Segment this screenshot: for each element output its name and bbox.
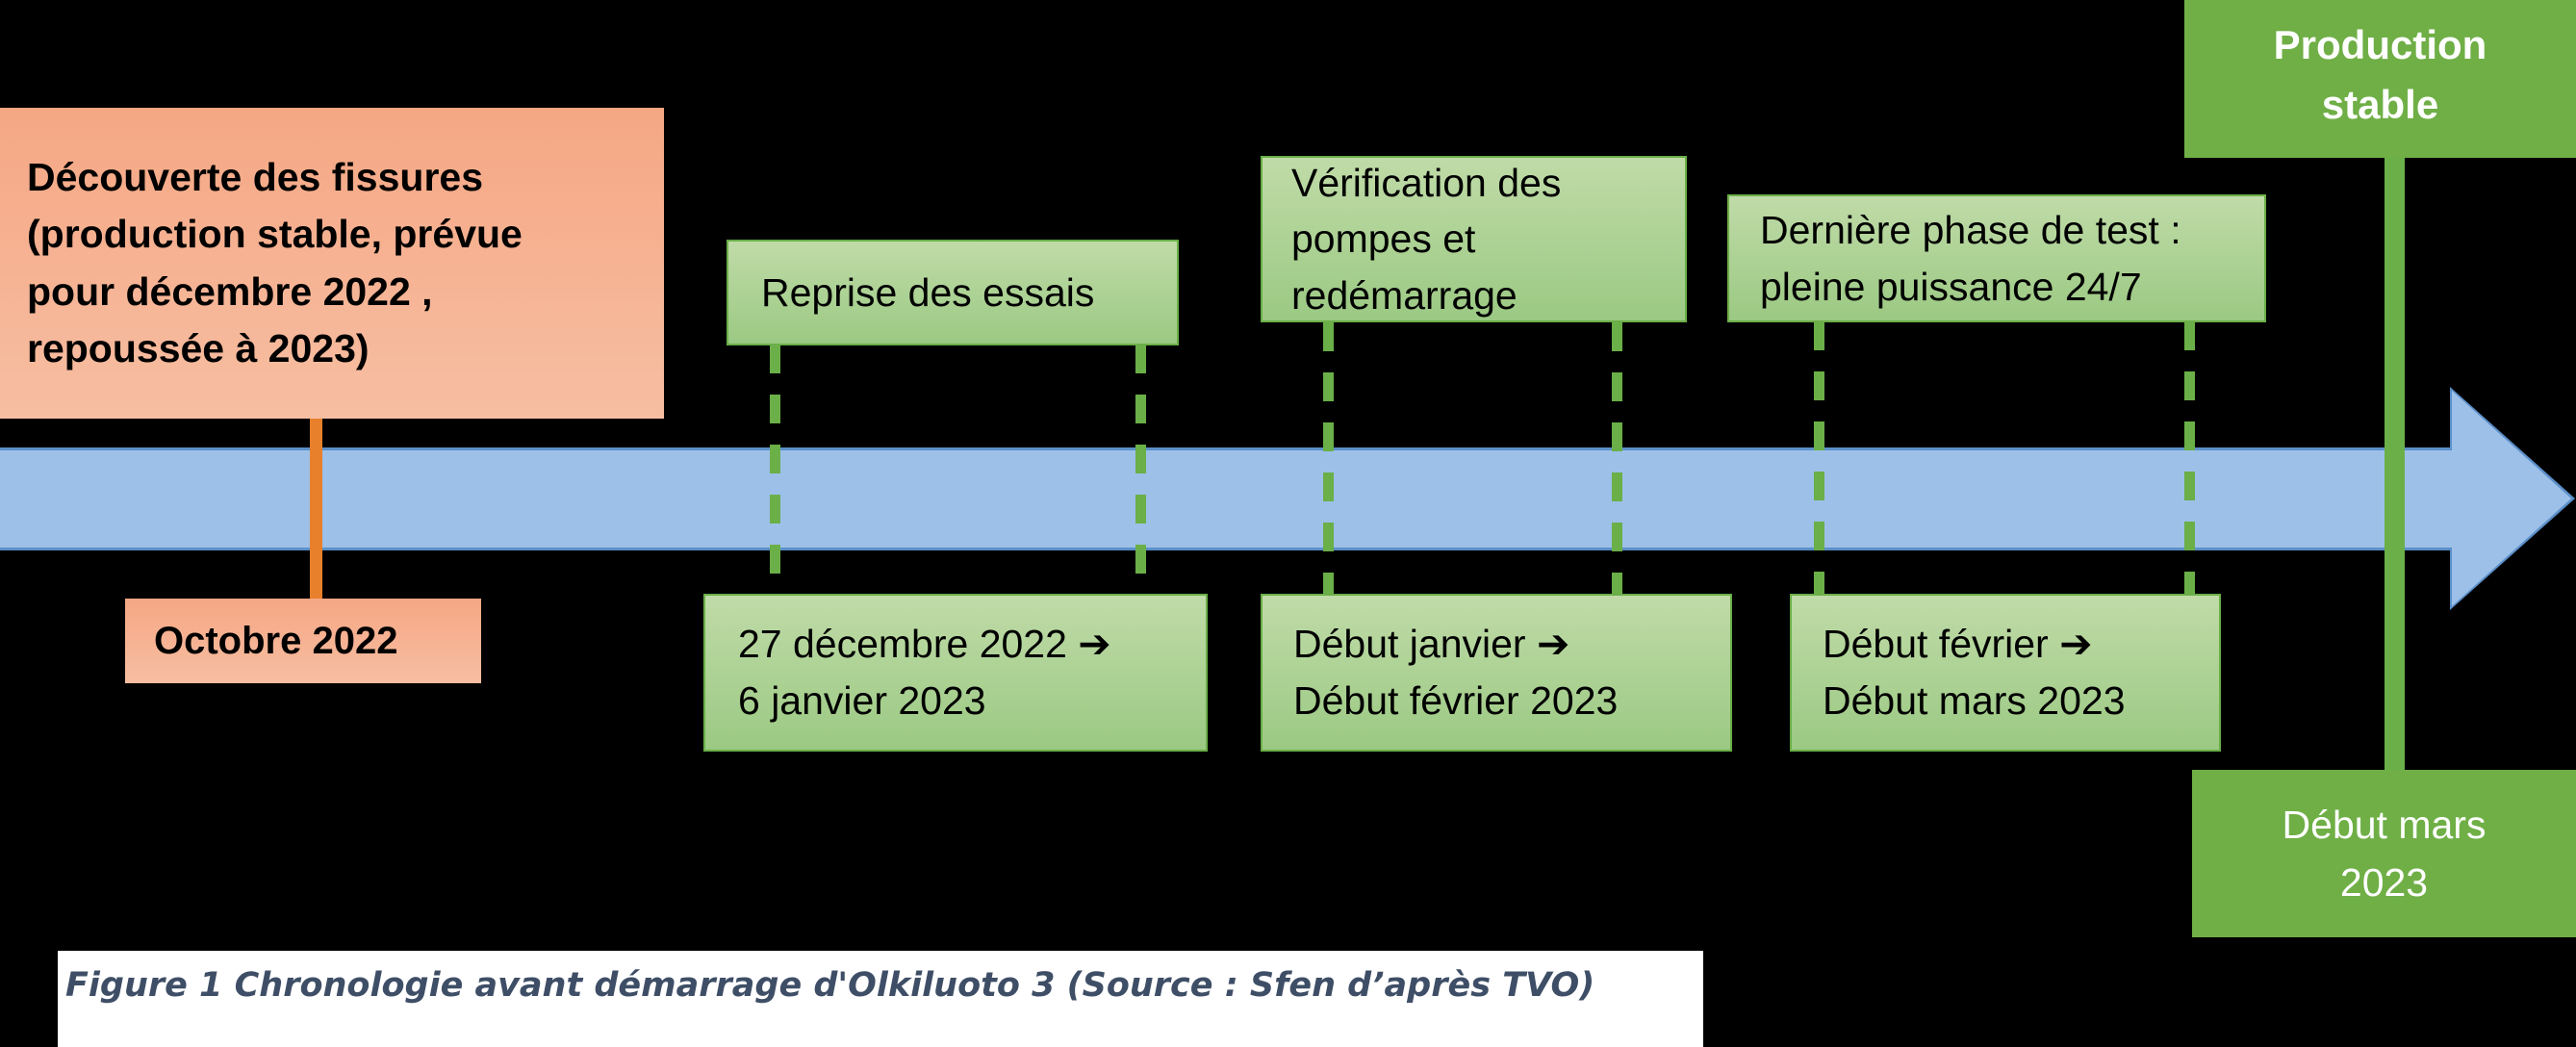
production-date-line-2: 2023	[2339, 860, 2429, 905]
date-card-reprise-essais[interactable]: 27 décembre 2022 ➔ 6 janvier 2023	[703, 594, 1208, 752]
verification-title-line-1: Vérification des	[1291, 160, 1562, 205]
date-card-derniere-phase[interactable]: Début février ➔ Début mars 2023	[1790, 594, 2221, 752]
event-card-reprise-essais[interactable]: Reprise des essais	[727, 240, 1179, 345]
event-card-verification-pompes[interactable]: Vérification des pompes et redémarrage	[1261, 156, 1687, 322]
derniere-title-line-1: Dernière phase de test :	[1760, 207, 2181, 252]
timeline-arrowhead	[2452, 391, 2571, 606]
derniere-date-line-2: Début mars 2023	[1823, 678, 2126, 723]
discovery-line-4: repoussée à 2023)	[27, 325, 370, 370]
production-title-line-2: stable	[2321, 82, 2439, 127]
connector-line-production	[2385, 154, 2405, 775]
discovery-line-2: (production stable, prévue	[27, 212, 523, 257]
production-date-line-1: Début mars	[2282, 802, 2487, 847]
derniere-date-line-1: Début février ➔	[1823, 621, 2093, 666]
connector-line-derniere-left	[1814, 321, 1824, 595]
reprise-date-line-1: 27 décembre 2022 ➔	[738, 621, 1111, 666]
verification-title-line-3: redémarrage	[1291, 272, 1518, 318]
verification-title-line-2: pompes et	[1291, 217, 1476, 262]
figure-caption: Figure 1 Chronologie avant démarrage d'O…	[65, 966, 1595, 1005]
verification-date-line-1: Début janvier ➔	[1293, 621, 1570, 666]
connector-line-verification-right	[1612, 322, 1622, 595]
timeline-arrow-body	[0, 447, 2457, 550]
production-title-line-1: Production	[2273, 22, 2487, 68]
october-date-label: Octobre 2022	[154, 619, 398, 662]
caption-background	[58, 951, 1703, 1047]
verification-date-line-2: Début février 2023	[1293, 678, 1619, 723]
reprise-title: Reprise des essais	[761, 269, 1095, 315]
event-card-derniere-phase[interactable]: Dernière phase de test : pleine puissanc…	[1727, 194, 2266, 322]
date-card-october-2022[interactable]: Octobre 2022	[125, 599, 481, 683]
date-card-verification-pompes[interactable]: Début janvier ➔ Début février 2023	[1261, 594, 1732, 752]
discovery-line-3: pour décembre 2022 ,	[27, 268, 433, 314]
event-card-production-stable[interactable]: Production stable	[2184, 0, 2576, 158]
connector-line-reprise-right	[1135, 345, 1146, 595]
connector-line-verification-left	[1323, 322, 1334, 595]
connector-line-derniere-right	[2184, 321, 2195, 595]
reprise-date-line-2: 6 janvier 2023	[738, 678, 986, 723]
connector-line-reprise-left	[770, 345, 780, 595]
derniere-title-line-2: pleine puissance 24/7	[1760, 264, 2142, 309]
date-card-production-stable[interactable]: Début mars 2023	[2192, 770, 2576, 937]
discovery-line-1: Découverte des fissures	[27, 155, 484, 200]
connector-line-discovery	[310, 418, 322, 599]
event-card-discovery[interactable]: Découverte des fissures (production stab…	[0, 108, 664, 419]
